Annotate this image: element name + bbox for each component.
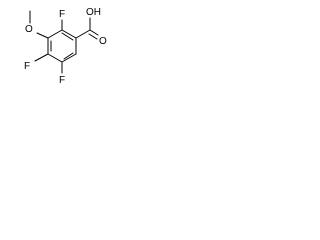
ring-double-bond-b [63,52,74,60]
ring-bond-c1-c2 [47,29,63,39]
atom-label-methoxy-oxygen: O [25,24,33,35]
bond-c3-methoxy-oxygen [36,32,49,39]
ring-bond-c3-c4 [47,53,63,63]
atom-label-fluorine-para: F [59,75,65,86]
ring-double-bond-c [61,32,74,41]
bond-carboxyl-carbonyl-a [89,29,99,36]
ring-bond-c6-c1 [61,29,77,39]
bond-c4-fluorine [34,53,49,62]
atom-label-fluorine-ortho: F [59,9,65,20]
atom-label-hydroxyl: OH [86,7,101,18]
chemical-structure: F O F F OH O [24,7,107,86]
bond-ring-carboxyl-carbon [75,29,91,39]
atom-label-fluorine-meta: F [24,61,30,72]
ring-bond-c4-c5 [61,53,77,63]
bond-carboxyl-carbonyl-b [88,33,98,40]
atom-label-carbonyl-oxygen: O [99,36,107,47]
